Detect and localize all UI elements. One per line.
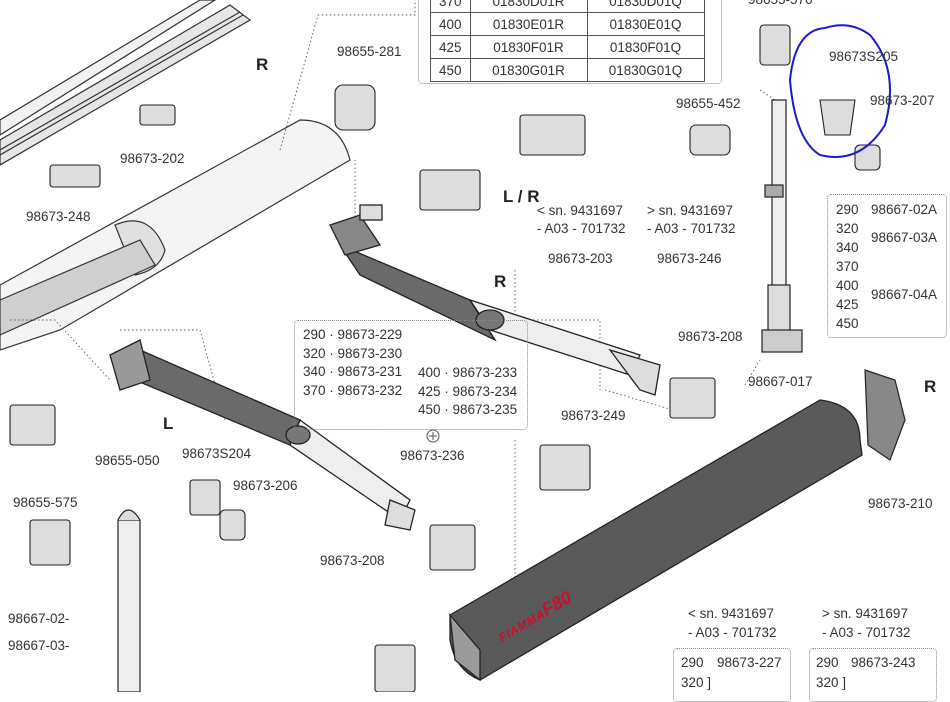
serial-note: > sn. 9431697 [822,606,908,621]
highlight-circle [788,24,891,158]
leg-part: 98667-02A [871,202,938,217]
part-number: 98655-281 [337,44,402,59]
serial-note: > sn. 9431697 [647,203,733,218]
side-label-l: L [163,414,174,433]
leg-size: 370 [836,259,859,274]
part-number: 98667-03- [8,638,70,653]
bottom-size: 290 [681,655,704,670]
leg-size: 425 [836,297,859,312]
fabric-roller [0,119,351,351]
arm-size-col2: 400 · 98673-233 425 · 98673-234 450 · 9867… [418,366,517,422]
bottom-size: 290 [816,655,839,670]
part-number: 98655-575 [13,495,78,510]
part-number: 98673-203 [548,251,613,266]
serial-note: - A03 - 701732 [647,221,736,236]
arm-size-entry: 320 · 98673-230 [303,345,403,361]
rail-profile [0,0,252,166]
bottom-size: 320 ] [681,675,712,690]
bottom-part: 98673-243 [851,655,916,670]
plus-marker [426,429,440,443]
small-parts [9,24,881,692]
right-leg [761,99,803,353]
part-number: 98673-246 [657,251,722,266]
table-cell: 01830F01R [469,35,588,59]
serial-note: - A03 - 701732 [537,221,626,236]
part-number: 98673-207 [870,93,935,108]
part-number: 98673S205 [829,49,899,64]
bottom-part: 98673-227 [717,655,782,670]
side-label-lr: L / R [503,187,540,206]
leg-size: 320 [836,221,859,236]
end-cap-right [864,369,906,461]
arm-size-col1: 290 · 98673-229 320 · 98673-230 340 · 9867… [303,328,402,402]
arm-size-entry: 290 · 98673-229 [303,327,403,342]
part-number: 98673-206 [233,478,298,493]
part-number: 98667-017 [748,374,813,389]
left-arm [109,339,416,531]
table-cell: 01830G01Q [586,58,705,82]
leg-size: 400 [836,278,859,293]
part-number: 98655-050 [95,453,160,468]
table-cell: 01830G01R [469,58,588,82]
part-number: 98673-208 [320,553,385,568]
arm-size-entry: 340 · 98673-231 [303,364,403,379]
side-label-r: R [256,55,269,74]
bottom-size: 320 ] [816,675,847,690]
part-number: 98667-02- [8,611,70,626]
part-number: 98673-248 [26,209,91,224]
arm-size-entry: 370 · 98673-232 [303,382,403,398]
table-cell: 400 [430,12,471,36]
arm-size-entry: 450 · 98673-235 [418,402,518,417]
serial-note: - A03 - 701732 [688,625,777,640]
part-number: 98673S204 [182,446,252,461]
part-number: 98655-576 [748,0,813,7]
serial-note: < sn. 9431697 [537,203,623,218]
serial-note: < sn. 9431697 [688,606,774,621]
side-label-r: R [924,377,937,396]
part-number: 98673-210 [868,496,933,511]
leg-size: 450 [836,316,859,331]
arm-size-entry: 425 · 98673-234 [418,383,518,399]
front-cover [449,399,863,682]
leader-lines [10,0,776,600]
leg-size: 340 [836,240,859,255]
part-number: 98655-452 [676,96,741,111]
leg-part: 98667-03A [871,230,938,245]
part-number: 98673-202 [120,151,185,166]
part-number: 98673-208 [678,329,743,344]
top-table-frame [418,0,722,84]
leg-part: 98667-04A [871,287,938,302]
arm-size-entry: 400 · 98673-233 [418,365,518,380]
part-number: 98673-236 [400,448,465,463]
side-label-r: R [494,272,507,291]
arm-size-box [294,320,528,430]
leg-size-box [827,194,947,338]
leg-size: 290 [836,202,859,217]
serial-note: - A03 - 701732 [822,625,911,640]
part-number: 98673-249 [561,408,626,423]
left-leg [117,509,141,692]
